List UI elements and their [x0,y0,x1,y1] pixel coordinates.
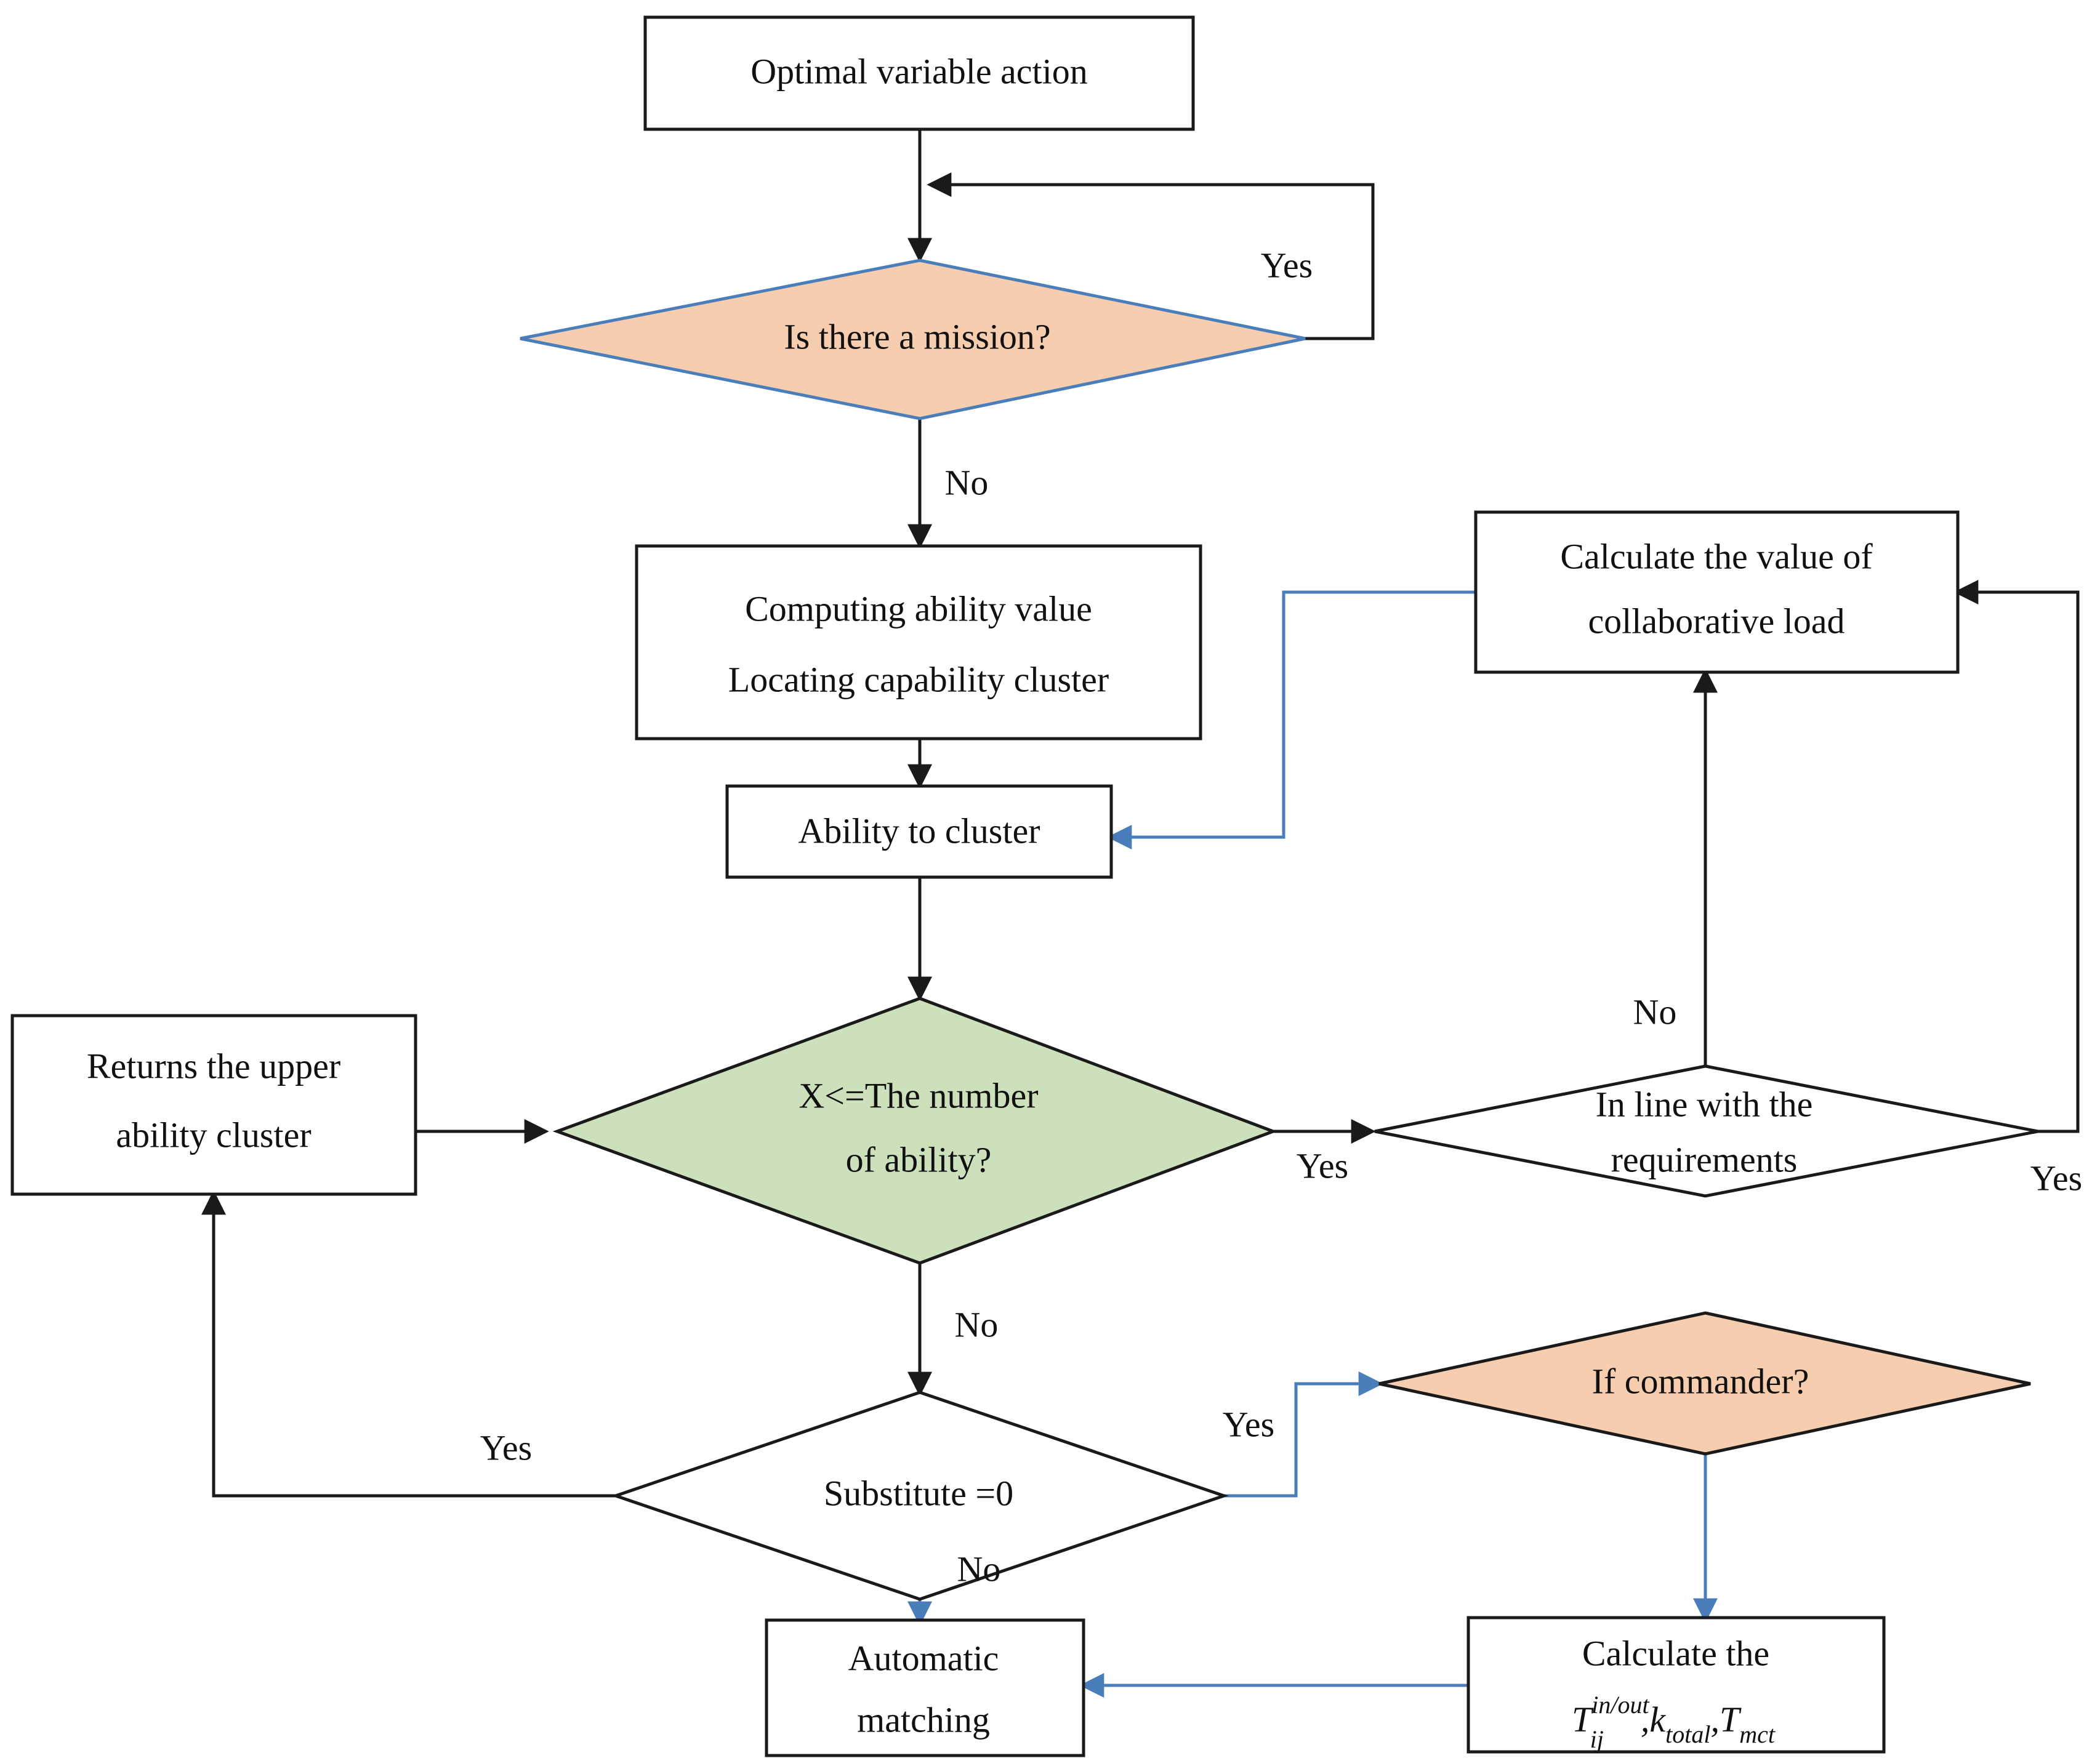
x-le-number-of-ability-label-line2: of ability? [846,1139,992,1179]
edge-label-substitute-yes-left: Yes [480,1427,532,1467]
automatic-matching-label-line2: matching [857,1700,990,1740]
formula-term2-base: k [1649,1700,1666,1740]
connector-mission-yes-loop [927,172,1375,340]
if-commander-label: If commander? [1592,1361,1809,1401]
formula-term1-sub: ij [1590,1725,1604,1753]
automatic-matching-box [765,1618,1085,1757]
computing-ability-label-line2: Locating capability cluster [728,659,1109,699]
node-returns-upper-cluster[interactable]: Returns the upper ability cluster [10,1014,417,1196]
returns-upper-cluster-box [10,1014,417,1196]
returns-upper-cluster-label-line2: ability cluster [116,1115,311,1155]
connector-load-to-cluster [1107,590,1474,849]
edge-label-requirements-yes: Yes [2030,1158,2082,1198]
edge-label-substitute-no: No [957,1549,1001,1589]
node-x-le-number-of-ability[interactable]: X<=The number of ability? [552,997,1278,1265]
in-line-with-requirements-label-line1: In line with the [1596,1084,1813,1124]
calculate-formula-label-line1: Calculate the [1582,1633,1769,1673]
formula-term1-base: T [1572,1700,1594,1740]
edge-label-ability-yes: Yes [1297,1146,1348,1186]
x-le-number-of-ability-diamond [552,997,1278,1265]
substitute-zero-label: Substitute =0 [824,1473,1013,1513]
edge-label-mission-no: No [945,462,989,502]
ability-to-cluster-label: Ability to cluster [798,811,1040,851]
calculate-collaborative-load-box [1474,510,1960,674]
node-ability-to-cluster[interactable]: Ability to cluster [725,784,1113,879]
calculate-collaborative-load-label-line1: Calculate the value of [1560,536,1873,576]
edge-label-substitute-yes-right: Yes [1223,1404,1274,1444]
node-calculate-collaborative-load[interactable]: Calculate the value of collaborative loa… [1474,510,1960,674]
in-line-with-requirements-diamond [1374,1064,2038,1198]
node-is-there-a-mission[interactable]: Is there a mission? [520,259,1306,420]
formula-term1-sup: in/out [1591,1691,1649,1719]
formula-comma1: , [1641,1700,1650,1740]
calculate-formula-box [1466,1616,1886,1754]
connector-requirements-yes-loop [1953,580,2080,1133]
connector-substitute-yes-to-returns [201,1190,616,1498]
connector-substitute-yes-to-commander [1224,1371,1383,1498]
automatic-matching-label-line1: Automatic [848,1638,999,1678]
node-automatic-matching[interactable]: Automatic matching [765,1618,1085,1757]
computing-ability-box [635,544,1202,741]
edge-label-mission-yes: Yes [1261,245,1313,285]
ability-to-cluster-box [725,784,1113,879]
node-substitute-zero[interactable]: Substitute =0 [611,1391,1229,1601]
optimal-variable-action-label: Optimal variable action [750,51,1088,91]
edge-label-ability-no: No [955,1304,999,1344]
node-optimal-variable-action[interactable]: Optimal variable action [643,15,1195,131]
returns-upper-cluster-label-line1: Returns the upper [87,1046,340,1086]
node-computing-ability[interactable]: Computing ability value Locating capabil… [635,544,1202,741]
is-there-a-mission-diamond [520,259,1306,420]
formula-term3-sub: mct [1739,1720,1776,1748]
substitute-zero-diamond [611,1391,1229,1601]
node-in-line-with-requirements[interactable]: In line with the requirements [1374,1064,2038,1198]
edge-label-requirements-no: No [1633,992,1677,1032]
calculate-collaborative-load-label-line2: collaborative load [1588,601,1845,641]
optimal-variable-action-box [643,15,1195,131]
if-commander-diamond [1378,1311,2031,1456]
x-le-number-of-ability-label-line1: X<=The number [799,1075,1038,1115]
computing-ability-label-line1: Computing ability value [745,588,1092,628]
in-line-with-requirements-label-line2: requirements [1611,1139,1798,1179]
formula-term3-base: T [1720,1700,1742,1740]
is-there-a-mission-label: Is there a mission? [784,316,1050,356]
node-if-commander[interactable]: If commander? [1378,1311,2031,1456]
formula-term2-sub: total [1665,1720,1710,1748]
formula-comma2: , [1710,1700,1720,1740]
